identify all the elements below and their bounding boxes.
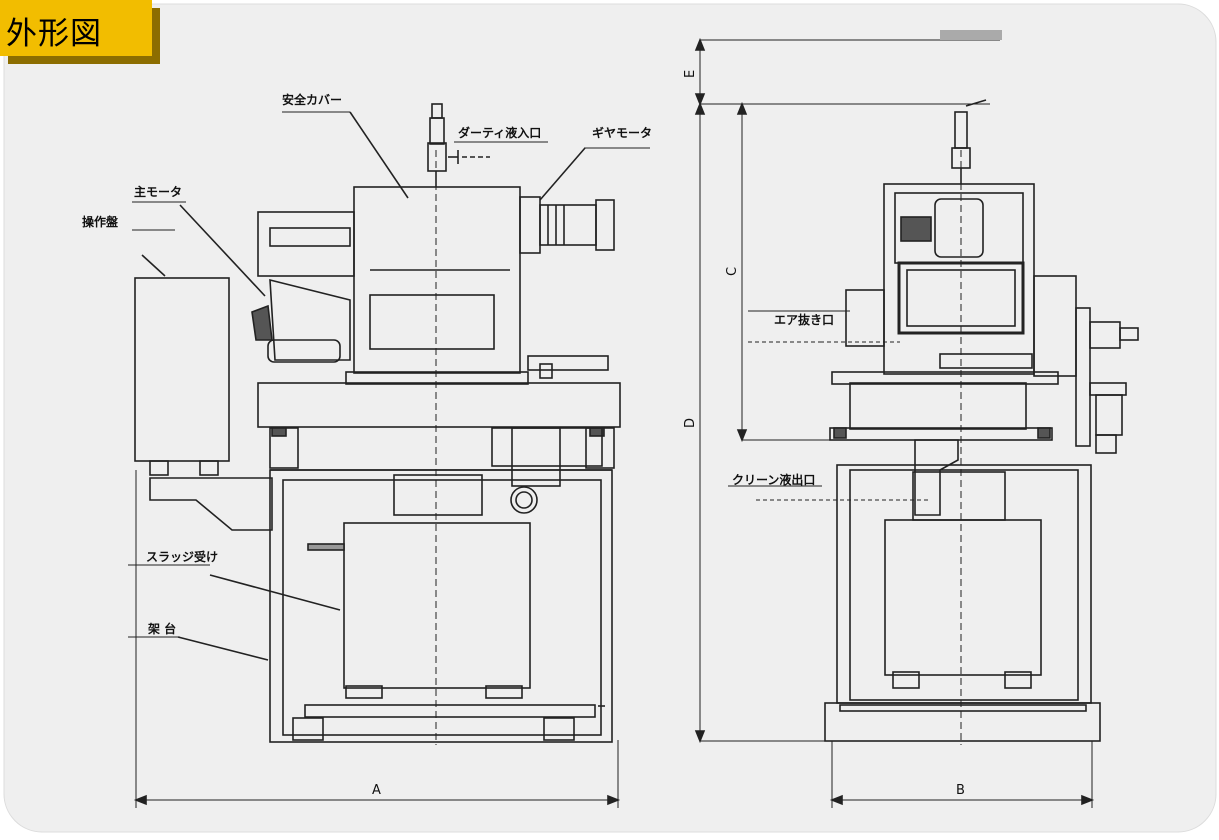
panel-background	[3, 3, 1217, 833]
control-panel-box	[134, 277, 230, 462]
dimension-c: C	[725, 267, 740, 276]
label-control-panel: 操作盤	[82, 214, 119, 229]
dimension-b: B	[956, 783, 965, 798]
label-dirty-inlet: ダーティ液入口	[458, 125, 541, 140]
front-view	[694, 30, 1139, 808]
label-sludge-receiver: スラッジ受け	[146, 549, 218, 564]
dimension-e: E	[683, 70, 698, 78]
title-tab: 外形図	[0, 0, 152, 56]
label-stand: 架 台	[147, 621, 176, 636]
safety-cover-box	[353, 186, 521, 374]
dimension-a: A	[372, 783, 381, 798]
label-main-motor: 主モータ	[134, 184, 182, 199]
sludge-receiver-box	[343, 522, 531, 689]
label-safety-cover: 安全カバー	[282, 92, 342, 107]
label-clean-outlet: クリーン液出口	[732, 472, 815, 487]
table-plate	[257, 382, 621, 428]
label-gear-motor: ギヤモータ	[592, 125, 652, 140]
page-title: 外形図	[6, 16, 102, 52]
dimension-d: D	[683, 418, 698, 428]
label-air-vent: エア抜き口	[774, 312, 834, 327]
side-view	[128, 103, 650, 808]
